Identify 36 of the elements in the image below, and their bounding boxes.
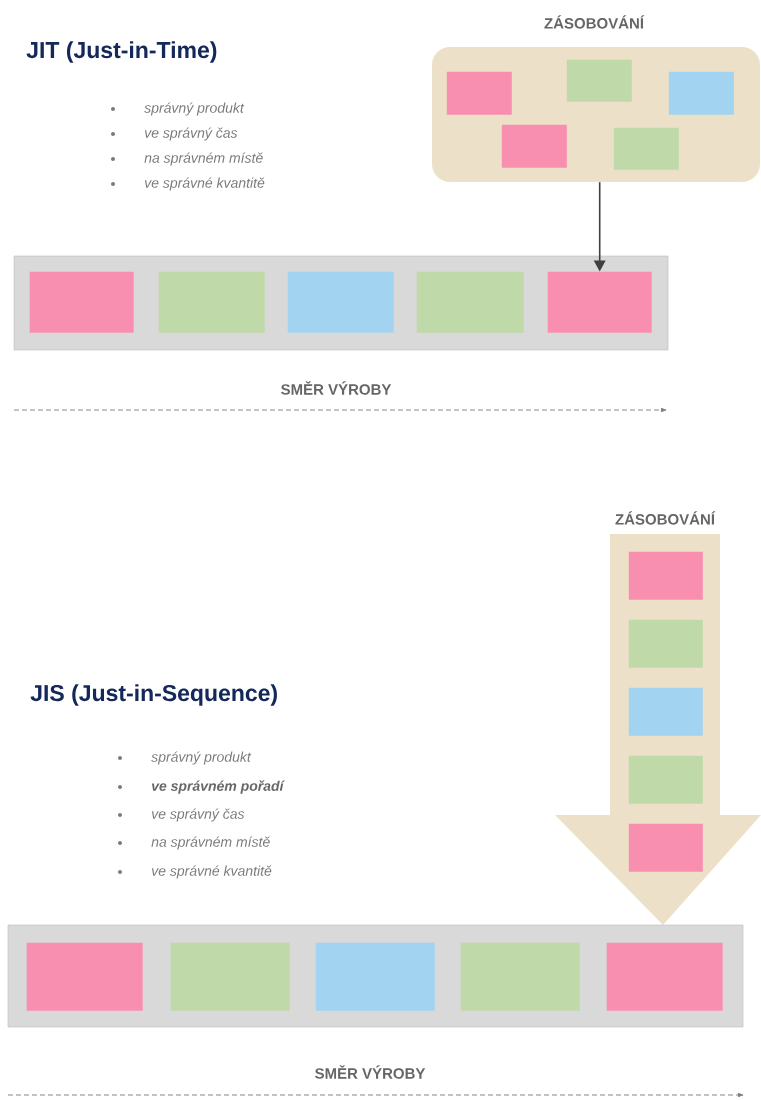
- part-box: [501, 124, 567, 168]
- part-box: [287, 271, 394, 333]
- part-box: [446, 71, 512, 115]
- arrow: [593, 181, 606, 272]
- part-box: [315, 942, 435, 1011]
- part-box: [613, 127, 679, 170]
- list-item: na správném místě: [144, 152, 263, 166]
- part-box: [460, 942, 580, 1011]
- heading: JIT (Just-in-Time): [26, 41, 217, 63]
- heading: JIS (Just-in-Sequence): [30, 684, 277, 706]
- direction-label: SMĚR VÝROBY: [281, 381, 392, 395]
- list-item: na správném místě: [151, 836, 270, 850]
- list-item: ve správný čas: [144, 127, 238, 141]
- part-box: [628, 823, 703, 872]
- part-box: [26, 942, 143, 1011]
- node-label: ZÁSOBOVÁNÍ: [615, 511, 716, 525]
- list-item: ve správné kvantitě: [144, 177, 265, 191]
- part-box: [416, 271, 524, 333]
- part-box: [668, 71, 734, 115]
- part-box: [170, 942, 290, 1011]
- part-box: [29, 271, 134, 333]
- direction-label: SMĚR VÝROBY: [315, 1065, 426, 1079]
- part-box: [628, 551, 703, 600]
- part-box: [628, 755, 703, 804]
- list-item: ve správném pořadí: [151, 780, 285, 794]
- list-item: ve správný čas: [151, 808, 245, 822]
- part-box: [628, 619, 703, 668]
- part-box: [606, 942, 723, 1011]
- part-box: [547, 271, 652, 333]
- part-box: [566, 59, 632, 102]
- list-item: správný produkt: [144, 102, 245, 116]
- node-label: ZÁSOBOVÁNÍ: [544, 15, 645, 29]
- list-item: správný produkt: [151, 751, 252, 765]
- list-item: ve správné kvantitě: [151, 865, 272, 879]
- part-box: [158, 271, 265, 333]
- part-box: [628, 687, 703, 736]
